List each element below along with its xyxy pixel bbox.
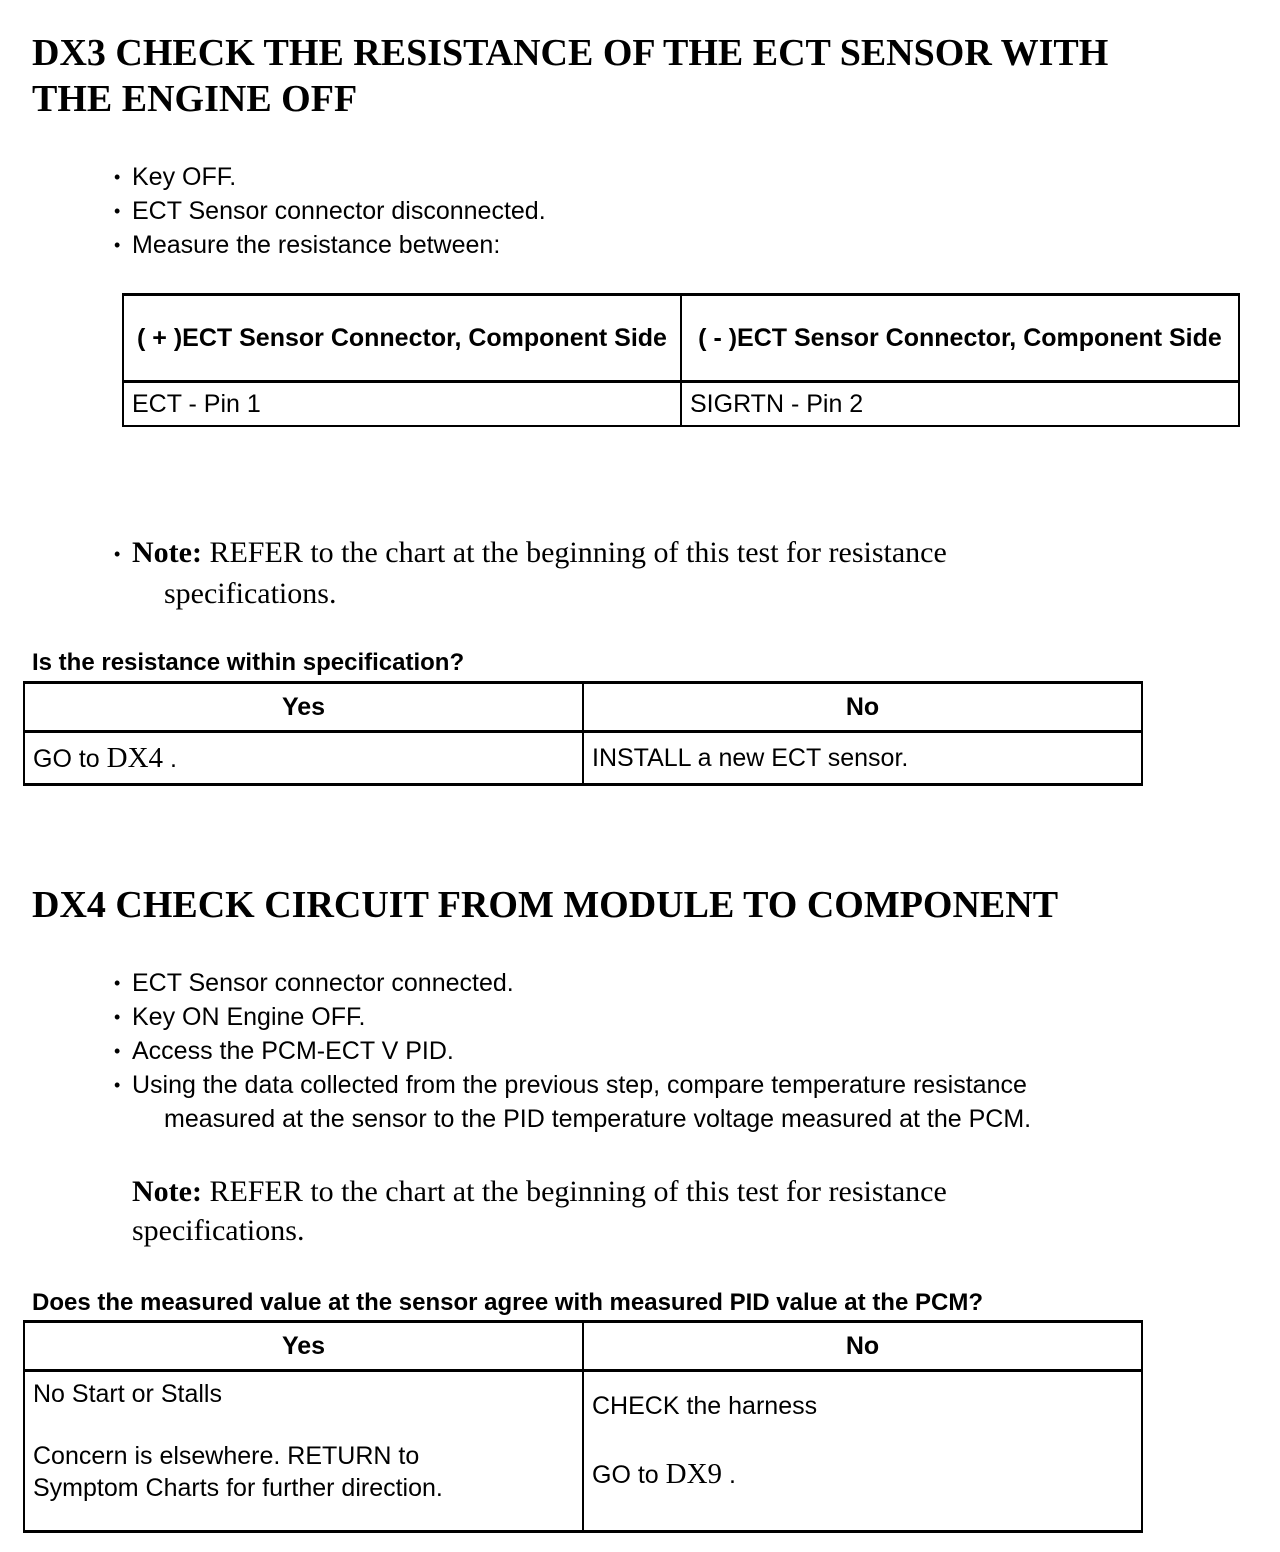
dx3-question: Is the resistance within specification? <box>32 649 465 676</box>
bullet-icon: • <box>114 167 121 187</box>
no-line2: GO to DX9 . <box>592 1458 736 1490</box>
note-text: REFER to the chart at the beginning of t… <box>164 536 947 610</box>
table-header-row: ( + )ECT Sensor Connector, Component Sid… <box>122 293 1240 383</box>
dx4-step-list: •ECT Sensor connector connected. •Key ON… <box>114 966 1144 1136</box>
bullet-icon: • <box>114 1041 121 1061</box>
dx3-answer-table: Yes No GO to DX4 . INSTALL a new ECT sen… <box>23 681 1143 786</box>
dx3-heading: DX3 CHECK THE RESISTANCE OF THE ECT SENS… <box>32 30 1108 122</box>
dx9-link[interactable]: DX9 <box>665 1458 723 1490</box>
negative-connector-header: ( - )ECT Sensor Connector, Component Sid… <box>680 293 1240 383</box>
table-row: GO to DX4 . INSTALL a new ECT sensor. <box>23 730 1143 786</box>
dx4-answer-table: Yes No No Start or Stalls Concern is els… <box>23 1320 1143 1533</box>
list-item: •Key OFF. <box>114 160 546 194</box>
table-row: No Start or Stalls Concern is elsewhere.… <box>23 1369 1143 1533</box>
bullet-icon: • <box>114 1007 121 1027</box>
yes-line1: No Start or Stalls <box>33 1380 222 1408</box>
table-header-row: Yes No <box>23 681 1143 733</box>
dx4-link[interactable]: DX4 <box>106 741 164 774</box>
dx3-step-list: •Key OFF. •ECT Sensor connector disconne… <box>114 160 546 262</box>
table-header-row: Yes No <box>23 1320 1143 1372</box>
no-header: No <box>582 681 1143 733</box>
bullet-icon: • <box>114 973 121 993</box>
note-label: Note: <box>132 1175 202 1208</box>
no-cell: INSTALL a new ECT sensor. <box>582 730 1143 786</box>
yes-header: Yes <box>23 681 584 733</box>
dx3-heading-line2: THE ENGINE OFF <box>32 78 358 120</box>
bullet-icon: • <box>114 1075 121 1095</box>
list-item: •Using the data collected from the previ… <box>114 1068 1144 1136</box>
list-item: •Access the PCM-ECT V PID. <box>114 1034 1144 1068</box>
list-item: •ECT Sensor connector disconnected. <box>114 194 546 228</box>
no-header: No <box>582 1320 1143 1372</box>
note-label: Note: <box>132 536 202 569</box>
dx4-note: Note: REFER to the chart at the beginnin… <box>132 1172 1052 1250</box>
no-line1: CHECK the harness <box>592 1392 818 1420</box>
list-item: •Measure the resistance between: <box>114 228 546 262</box>
positive-pin-cell: ECT - Pin 1 <box>122 380 682 427</box>
yes-cell: GO to DX4 . <box>23 730 584 786</box>
list-item: •Key ON Engine OFF. <box>114 1000 1144 1034</box>
table-row: ECT - Pin 1 SIGRTN - Pin 2 <box>122 380 1240 427</box>
no-cell: CHECK the harness GO to DX9 . <box>582 1369 1143 1533</box>
yes-header: Yes <box>23 1320 584 1372</box>
list-item: •ECT Sensor connector connected. <box>114 966 1144 1000</box>
bullet-icon: • <box>114 201 121 221</box>
yes-line2: Concern is elsewhere. RETURN to Symptom … <box>33 1442 443 1502</box>
yes-cell: No Start or Stalls Concern is elsewhere.… <box>23 1369 584 1533</box>
note-text: REFER to the chart at the beginning of t… <box>132 1175 947 1247</box>
resistance-measure-table: ( + )ECT Sensor Connector, Component Sid… <box>122 293 1240 427</box>
dx4-heading: DX4 CHECK CIRCUIT FROM MODULE TO COMPONE… <box>32 884 1059 926</box>
dx4-question: Does the measured value at the sensor ag… <box>32 1289 983 1316</box>
dx3-heading-line1: DX3 CHECK THE RESISTANCE OF THE ECT SENS… <box>32 32 1109 74</box>
negative-pin-cell: SIGRTN - Pin 2 <box>680 380 1240 427</box>
bullet-icon: • <box>114 544 121 564</box>
dx3-note: • Note: REFER to the chart at the beginni… <box>114 533 1124 613</box>
positive-connector-header: ( + )ECT Sensor Connector, Component Sid… <box>122 293 682 383</box>
bullet-icon: • <box>114 235 121 255</box>
